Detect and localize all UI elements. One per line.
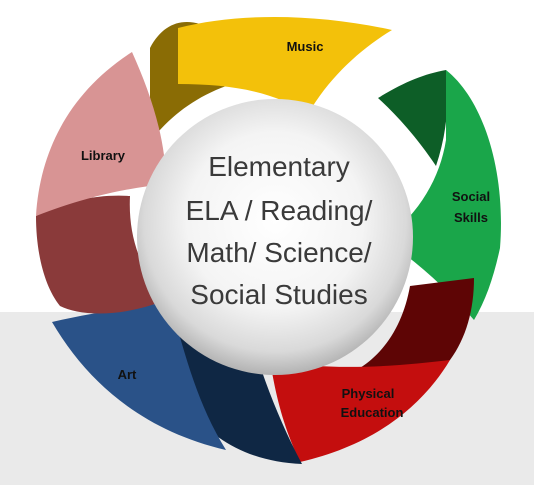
art-main (52, 302, 226, 450)
label-art: Art (118, 367, 137, 382)
social-main (385, 70, 501, 320)
label-library: Library (81, 148, 126, 163)
music-main (178, 16, 392, 114)
segment-music (150, 16, 392, 143)
segment-social-skills (378, 70, 501, 320)
physical-dark-band (360, 278, 474, 372)
center-text-line-1: Elementary (208, 151, 350, 182)
center-text-line-4: Social Studies (190, 279, 367, 310)
label-physical-line-1: Physical (342, 386, 395, 401)
label-music: Music (287, 39, 324, 54)
label-physical-line-2: Education (341, 405, 404, 420)
center-text-line-3: Math/ Science/ (186, 237, 371, 268)
center-sphere (137, 99, 413, 375)
label-social-line-2: Skills (454, 210, 488, 225)
segment-physical-education (270, 278, 474, 462)
physical-main (270, 360, 450, 462)
library-dark-band (36, 195, 166, 314)
center-text-line-2: ELA / Reading/ (186, 195, 373, 226)
segment-library (36, 52, 166, 314)
library-main (36, 52, 166, 216)
social-dark-band (378, 70, 448, 166)
label-social-line-1: Social (452, 189, 490, 204)
